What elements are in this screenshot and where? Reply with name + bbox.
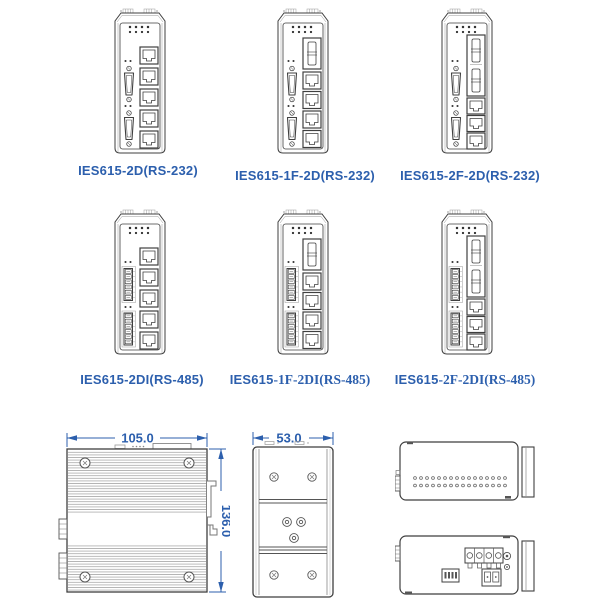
grounding-screw xyxy=(502,551,512,571)
product-figure-2f-2d xyxy=(435,6,499,158)
device-front-view xyxy=(435,207,499,359)
depth-dimension-text: 53.0 xyxy=(276,431,301,446)
dip-switch xyxy=(441,568,460,583)
product-figure-2d xyxy=(108,6,172,158)
model-suffix: -2F-2D(RS-232) xyxy=(443,168,540,183)
device-front-view xyxy=(435,6,499,158)
rear-view-dimension-drawing: 53.0 xyxy=(252,431,334,598)
product-label: IES615-2F-2D(RS-232) xyxy=(360,168,580,183)
model-prefix: IES615 xyxy=(400,168,444,183)
model-suffix: -1F-2D(RS-232) xyxy=(278,168,375,183)
device-front-view xyxy=(271,6,335,158)
model-prefix: IES615 xyxy=(229,372,274,387)
profile-view-vented-side xyxy=(395,441,535,501)
model-prefix: IES615 xyxy=(78,163,122,178)
power-terminal-block xyxy=(464,547,504,569)
model-prefix: IES615 xyxy=(80,372,125,387)
product-figure-2f-2di xyxy=(435,207,499,359)
product-figure-1f-2d xyxy=(271,6,335,158)
model-suffix: -1F-2DI(RS-485) xyxy=(273,372,371,387)
model-prefix: IES615 xyxy=(394,372,439,387)
profile-view-connector-side xyxy=(395,535,535,595)
relay-output-terminal xyxy=(481,568,502,587)
model-prefix: IES615 xyxy=(235,168,279,183)
product-label: IES615-2F-2DI(RS-485) xyxy=(355,372,575,388)
model-suffix: -2D(RS-232) xyxy=(121,163,198,178)
side-profile-drawings xyxy=(395,441,535,595)
width-dimension-text: 105.0 xyxy=(121,431,154,446)
ventilation-holes xyxy=(413,476,507,488)
height-dimension: 136.0 xyxy=(209,448,230,593)
side-view-body xyxy=(58,443,218,593)
device-front-view xyxy=(271,207,335,359)
model-suffix: -2DI(RS-485) xyxy=(124,372,204,387)
width-dimension: 105.0 xyxy=(66,431,208,447)
product-label: IES615-1F-2D(RS-232) xyxy=(195,168,415,183)
rear-view-body xyxy=(252,441,334,598)
serial-connector-edge xyxy=(58,518,68,580)
product-label: IES615-1F-2DI(RS-485) xyxy=(190,372,410,388)
height-dimension-text: 136.0 xyxy=(219,505,230,538)
side-view-dimension-drawing: 105.0 xyxy=(58,431,230,593)
model-suffix: -2F-2DI(RS-485) xyxy=(438,372,536,387)
product-figure-1f-2di xyxy=(271,207,335,359)
device-front-view xyxy=(108,6,172,158)
product-label: IES615-2DI(RS-485) xyxy=(32,372,252,387)
product-figure-2di xyxy=(108,207,172,359)
din-rail-clip xyxy=(207,480,218,536)
device-front-view xyxy=(108,207,172,359)
product-label: IES615-2D(RS-232) xyxy=(28,163,248,178)
